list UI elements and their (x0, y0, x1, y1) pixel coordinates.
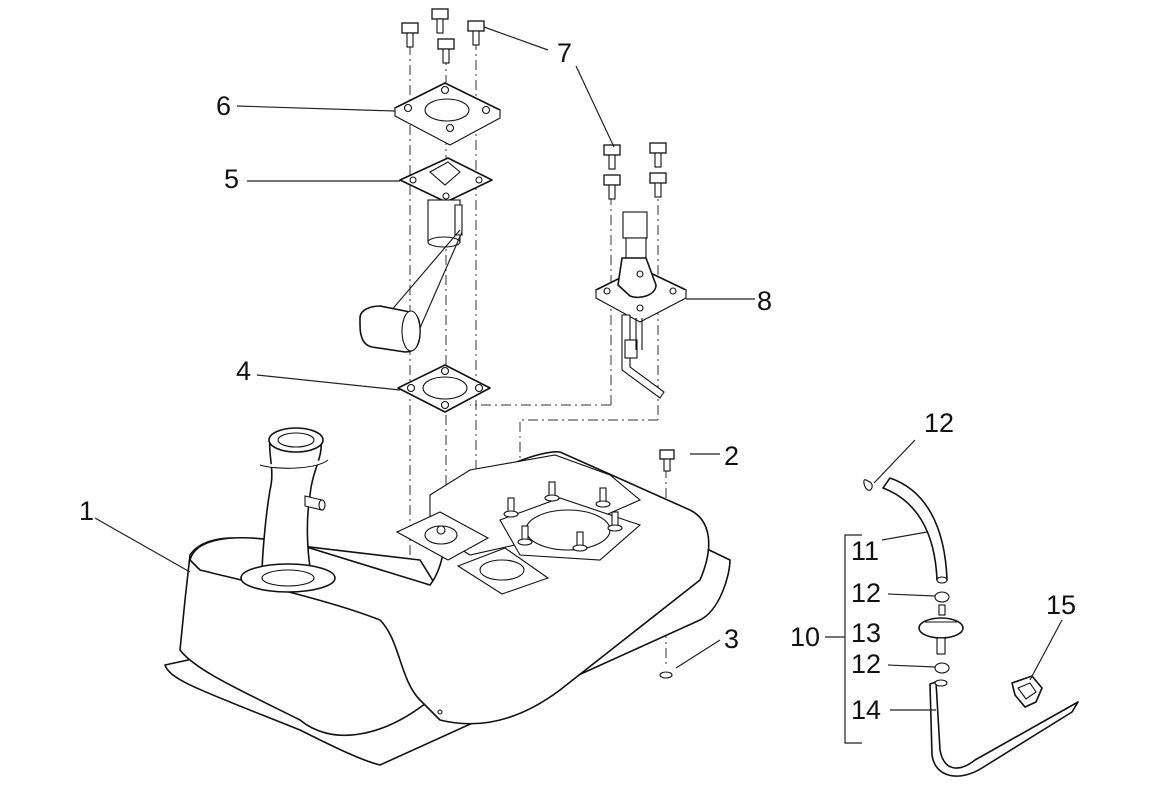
callout-2: 2 (724, 441, 739, 471)
bolt (467, 20, 485, 46)
callout-1: 1 (79, 496, 94, 526)
leader-lines (94, 26, 1063, 711)
bolt (437, 38, 455, 64)
fuel-pump (595, 211, 687, 399)
callout-15: 15 (1046, 590, 1076, 620)
washer (659, 671, 673, 679)
bolt (649, 172, 667, 198)
bolt (603, 144, 621, 170)
tank-studs (503, 481, 623, 552)
callout-5: 5 (224, 164, 239, 194)
callout-12-upper-clamp: 12 (851, 578, 881, 608)
callout-12-lower-clamp: 12 (851, 649, 881, 679)
bolt (401, 22, 419, 48)
fuel-tank (164, 427, 731, 766)
vent-assembly (825, 477, 1079, 777)
callout-8: 8 (757, 286, 772, 316)
bolt (431, 8, 449, 34)
callout-12-top: 12 (924, 408, 954, 438)
callout-3: 3 (724, 624, 739, 654)
retaining-flange (394, 82, 501, 146)
tank-screw (659, 449, 675, 472)
gasket (397, 364, 491, 413)
callout-7: 7 (557, 38, 572, 68)
bolt (649, 142, 667, 168)
callout-11: 11 (851, 536, 879, 566)
flange-bolts (401, 8, 667, 200)
callout-14: 14 (851, 695, 881, 725)
callout-6: 6 (216, 91, 231, 121)
callout-labels: 1 2 3 4 5 6 7 8 10 11 12 12 13 12 14 15 (79, 38, 1076, 725)
bolt (603, 174, 621, 200)
callout-10: 10 (790, 622, 820, 652)
callout-13: 13 (851, 618, 881, 648)
fuel-level-sender (359, 157, 493, 353)
callout-4: 4 (236, 356, 251, 386)
